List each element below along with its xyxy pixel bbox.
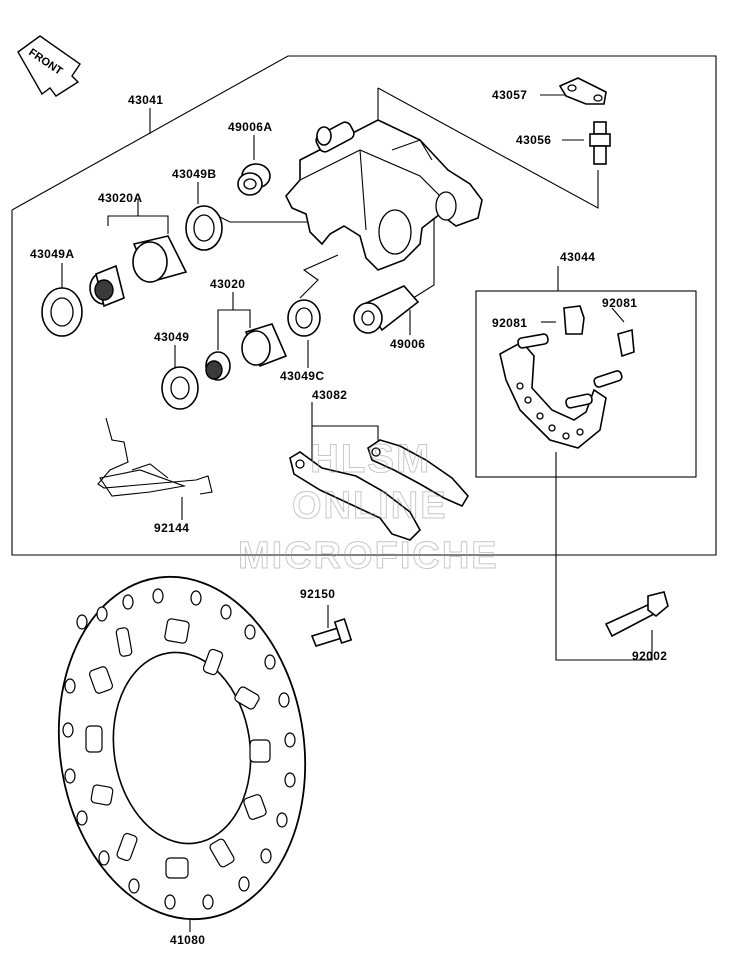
piston-seal-b-part [185,205,223,251]
bleeder-valve-part [589,121,611,165]
watermark-line-1: HLSM [310,437,431,481]
bleeder-cap-part [558,77,607,105]
caliper-group-outline [11,55,717,556]
dust-seal-c-part [287,299,321,337]
label-92150: 92150 [300,587,335,601]
caliper-body [285,119,483,271]
label-49006A: 49006A [228,120,272,134]
small-bolt-part [310,617,353,647]
pad-spring-clip-left-part [563,305,585,335]
pad-spring-clip-right-part [617,328,635,358]
watermark-line-3: MICROFICHE [238,535,499,577]
label-43049B: 43049B [172,167,216,181]
bracket-group-box [475,290,697,478]
label-43049C: 43049C [280,369,324,383]
label-49006: 49006 [390,337,425,351]
brake-disc-part [57,575,307,921]
dust-seal-a-part [237,163,271,196]
part-number-labels: 43041 43057 43056 49006A 43049B 43020A 4… [30,88,667,947]
piston-a-part [89,235,188,308]
label-43049A: 43049A [30,247,74,261]
brake-pads-part [289,439,469,541]
watermark: HLSM ONLINE MICROFICHE [238,437,499,578]
label-43020A: 43020A [98,191,142,205]
label-41080: 41080 [170,933,205,947]
bracket-part [499,333,623,449]
label-43020: 43020 [210,277,245,291]
label-43082: 43082 [312,388,347,402]
piston-seal-part [161,366,199,410]
mounting-bolt-part [604,591,669,638]
boot-part [353,285,420,334]
label-92081-right: 92081 [602,296,637,310]
label-43044: 43044 [560,250,595,264]
label-92144: 92144 [154,521,189,535]
label-43057: 43057 [492,88,527,102]
watermark-line-2: ONLINE [292,485,448,527]
piston-part [205,323,288,381]
pad-spring-part [97,417,213,497]
label-43056: 43056 [516,133,551,147]
front-direction-badge: FRONT [17,35,81,97]
label-92002: 92002 [632,649,667,663]
piston-seal-a-part [41,287,83,337]
label-43041: 43041 [128,93,163,107]
label-43049: 43049 [154,330,189,344]
label-92081-left: 92081 [492,316,527,330]
